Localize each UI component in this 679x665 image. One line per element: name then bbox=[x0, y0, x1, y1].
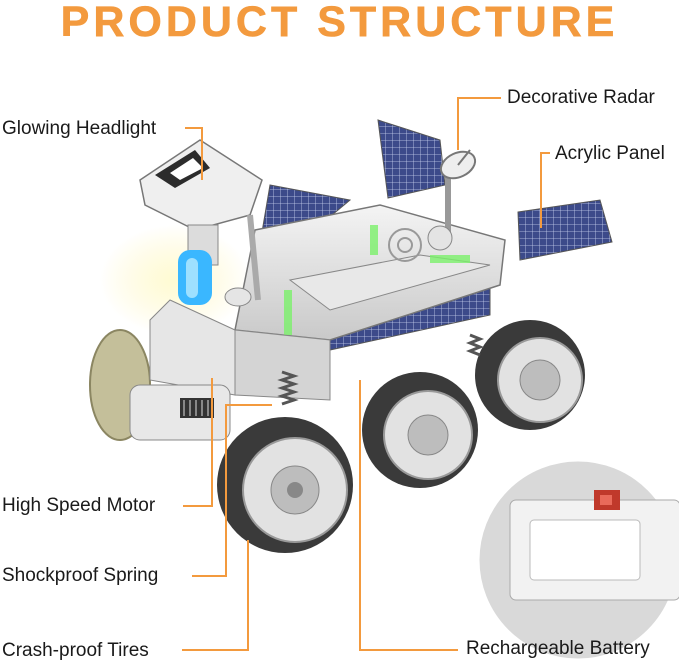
callout-headlight: Glowing Headlight bbox=[2, 118, 157, 139]
page-title: PRODUCT STRUCTURE bbox=[60, 0, 619, 46]
callout-tires: Crash-proof Tires bbox=[2, 640, 149, 661]
wheel-middle bbox=[362, 372, 478, 488]
leader-lines bbox=[182, 97, 550, 651]
wheel-back-right bbox=[475, 320, 585, 430]
callout-spring: Shockproof Spring bbox=[2, 565, 159, 586]
battery-inset bbox=[476, 458, 679, 662]
motor-housing bbox=[129, 384, 231, 441]
callout-radar: Decorative Radar bbox=[507, 87, 655, 108]
shock-spring bbox=[277, 370, 299, 406]
solar-panel-top bbox=[377, 119, 446, 199]
callout-panel: Acrylic Panel bbox=[555, 143, 665, 164]
callout-battery: Rechargeable Battery bbox=[466, 638, 650, 659]
acrylic-solar-panel bbox=[517, 199, 613, 261]
crash-proof-tire bbox=[217, 417, 353, 553]
callout-motor: High Speed Motor bbox=[2, 495, 156, 516]
